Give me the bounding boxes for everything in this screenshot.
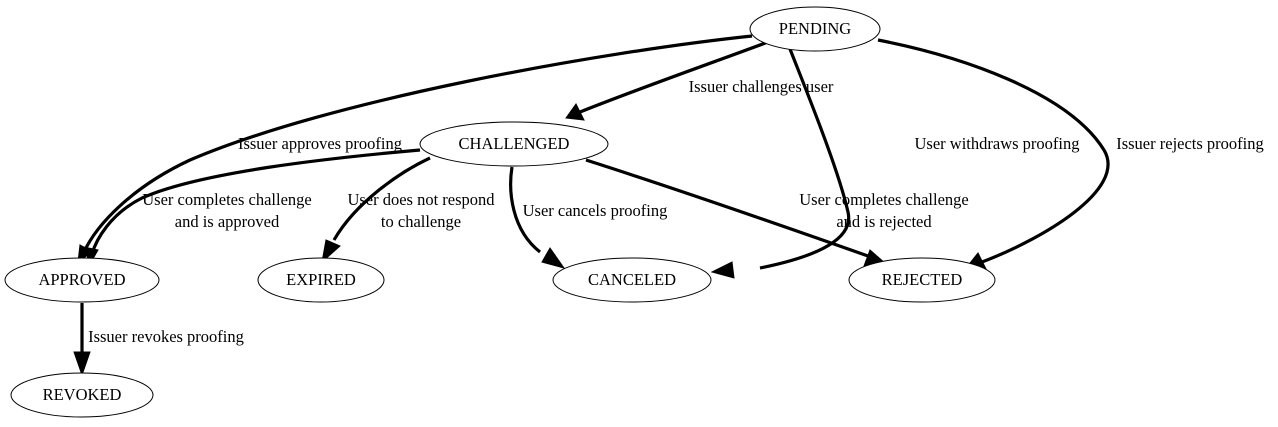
arrowhead-challenged-approved [83, 246, 99, 266]
node-label-challenged: CHALLENGED [459, 134, 570, 153]
node-pending[interactable]: PENDING [749, 6, 881, 52]
edge-label-challenged-expired-line2: to challenge [381, 212, 461, 231]
edge-label-pending-approved: Issuer approves proofing [238, 134, 402, 153]
arrowhead-pending-challenged [565, 103, 585, 121]
edge-pending-canceled [710, 48, 851, 279]
edge-label-challenged-approved-line1: User completes challenge [142, 190, 312, 209]
arrowhead-challenged-canceled [541, 247, 566, 269]
edge-path-challenged-expired [332, 156, 431, 241]
edge-challenged-canceled [509, 166, 566, 269]
edge-path-challenged-approved [90, 148, 421, 255]
edge-label-pending-rejected: Issuer rejects proofing [1116, 134, 1264, 153]
edge-path-pending-challenged [579, 40, 769, 114]
edge-pending-challenged [565, 40, 769, 121]
arrowhead-pending-canceled [710, 261, 735, 279]
node-challenged[interactable]: CHALLENGED [419, 121, 609, 167]
node-expired[interactable]: EXPIRED [257, 257, 385, 303]
node-ellipse-pending[interactable] [749, 6, 881, 52]
node-label-pending: PENDING [779, 19, 851, 38]
node-canceled[interactable]: CANCELED [552, 257, 712, 303]
node-ellipse-revoked[interactable] [10, 372, 154, 418]
node-label-canceled: CANCELED [588, 270, 676, 289]
edge-challenged-expired [321, 156, 431, 264]
node-ellipse-canceled[interactable] [552, 257, 712, 303]
edge-pending-rejected [877, 38, 1110, 270]
node-ellipse-challenged[interactable] [419, 121, 609, 167]
edge-label-challenged-expired-line1: User does not respond [347, 190, 495, 209]
edge-label-pending-challenged: Issuer challenges user [689, 77, 834, 96]
edge-label-pending-canceled: User withdraws proofing [915, 134, 1080, 153]
edge-path-pending-canceled [759, 48, 851, 270]
edge-approved-revoked [73, 303, 91, 377]
arrowhead-approved-revoked [73, 351, 91, 377]
edge-label-challenged-rejected-line2: and is rejected [836, 212, 932, 231]
node-approved[interactable]: APPROVED [4, 257, 160, 303]
node-label-expired: EXPIRED [286, 270, 356, 289]
edge-challenged-approved [83, 148, 421, 266]
node-ellipse-rejected[interactable] [848, 257, 996, 303]
edge-path-pending-approved [82, 34, 753, 253]
node-rejected[interactable]: REJECTED [848, 257, 996, 303]
edge-label-challenged-rejected-line1: User completes challenge [799, 190, 969, 209]
node-ellipse-expired[interactable] [257, 257, 385, 303]
node-ellipse-approved[interactable] [4, 257, 160, 303]
edge-path-challenged-rejected [585, 158, 869, 258]
node-revoked[interactable]: REVOKED [10, 372, 154, 418]
edge-label-challenged-canceled: User cancels proofing [523, 201, 668, 220]
edge-label-challenged-approved-line2: and is approved [175, 212, 280, 231]
node-label-approved: APPROVED [38, 270, 125, 289]
node-label-rejected: REJECTED [882, 270, 963, 289]
edge-path-pending-rejected [877, 38, 1110, 264]
edge-label-approved-revoked: Issuer revokes proofing [88, 327, 244, 346]
arrowhead-challenged-expired [321, 239, 341, 264]
edge-path-challenged-canceled [509, 166, 541, 254]
node-label-revoked: REVOKED [43, 385, 122, 404]
